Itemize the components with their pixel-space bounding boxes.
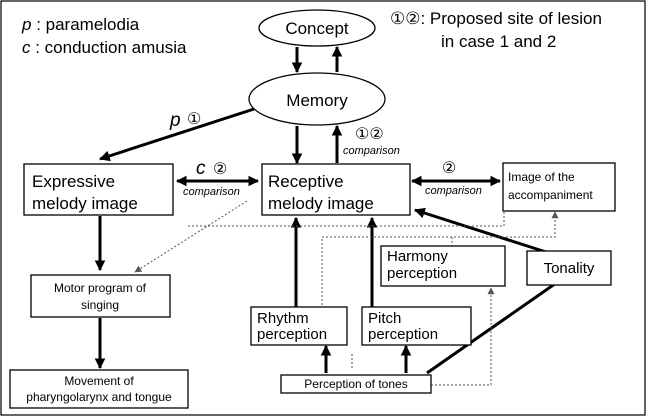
arrow-memory-to-expressive (98, 107, 255, 162)
node-rhythm (250, 306, 348, 346)
node-pitch-line2: perception (368, 326, 438, 343)
node-rhythm-line1: Rhythm (257, 310, 309, 327)
legend-conduction-amusia: c : conduction amusia (22, 38, 187, 57)
node-movement (9, 369, 189, 409)
annotation-site2-left: ② (213, 161, 227, 178)
legend-lesion-line1: ①②: Proposed site of lesion (390, 9, 602, 28)
node-tonality-label: Tonality (544, 260, 595, 277)
node-concept (258, 9, 376, 47)
node-harmony (380, 245, 506, 287)
node-motor-line1: Motor program of (54, 281, 147, 295)
node-accompaniment-line2: accompaniment (508, 188, 593, 202)
annotation-site1: ① (187, 111, 201, 128)
annotation-comparison-left: comparison (183, 186, 240, 198)
node-tones (280, 374, 432, 394)
dotted-receptive-side (188, 212, 505, 227)
annotation-site2-right: ② (442, 160, 456, 177)
node-memory (248, 72, 386, 126)
node-tones-label: Perception of tones (304, 377, 407, 391)
node-harmony-line2: perception (387, 265, 457, 282)
node-movement-line2: pharyngolarynx and tongue (26, 390, 172, 404)
node-receptive (261, 163, 411, 216)
annotation-comparison-right: comparison (425, 185, 482, 197)
legend-lesion-line2: in case 1 and 2 (441, 32, 556, 51)
node-harmony-line1: Harmony (387, 248, 448, 265)
node-accompaniment (502, 162, 616, 212)
annotation-site12: ①② (355, 126, 384, 143)
annotation-comparison-center: comparison (343, 145, 400, 157)
node-memory-label: Memory (286, 91, 348, 110)
dotted-tones-to-harmony (431, 287, 495, 386)
node-expressive-line1: Expressive (32, 172, 115, 191)
node-movement-line1: Movement of (64, 374, 134, 388)
node-tonality (526, 250, 612, 286)
dotted-rhythm-to-accompaniment (321, 211, 559, 305)
arrow-tones-to-tonality (426, 270, 573, 375)
node-expressive-line2: melody image (32, 194, 138, 213)
node-receptive-line1: Receptive (268, 172, 344, 191)
node-receptive-line2: melody image (268, 194, 374, 213)
connectors (94, 45, 573, 386)
node-pitch-line1: Pitch (368, 310, 401, 327)
annotation-c: c (196, 158, 206, 179)
node-motor-line2: singing (81, 298, 119, 312)
annotation-p: p (169, 110, 181, 131)
node-rhythm-line2: perception (257, 326, 327, 343)
legend-paramelodia: p : paramelodia (21, 15, 140, 34)
arrow-tonality-to-receptive (413, 207, 547, 254)
node-concept-label: Concept (285, 19, 349, 38)
node-motor-program (30, 274, 171, 318)
node-accompaniment-line1: Image of the (508, 170, 575, 184)
node-expressive (23, 163, 174, 216)
node-pitch (361, 306, 472, 346)
